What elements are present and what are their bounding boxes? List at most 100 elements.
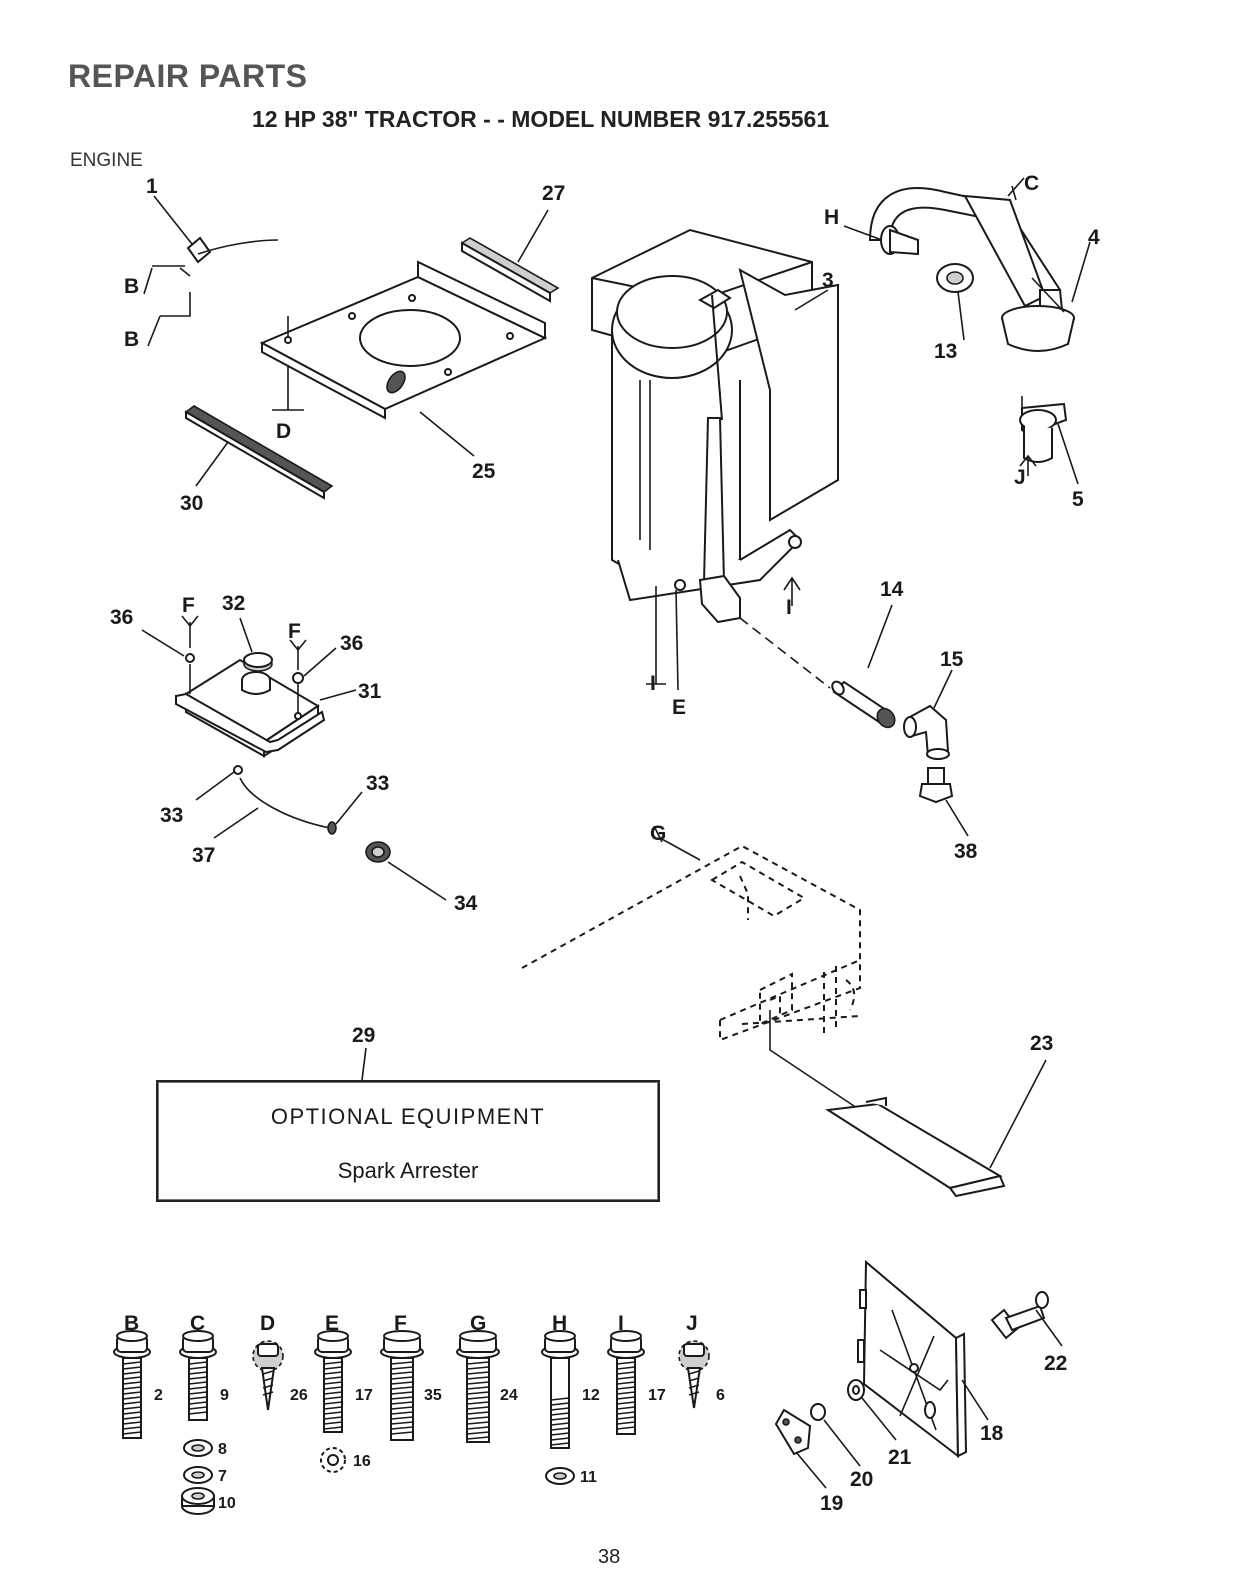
callout-ref-i: I <box>650 672 656 695</box>
hardware-g: G 24 <box>456 1312 518 1443</box>
hardware-letter: E <box>325 1312 339 1335</box>
callout-36: 36 <box>340 632 363 655</box>
hardware-letter: I <box>618 1312 624 1335</box>
callout-14: 14 <box>880 578 904 601</box>
callout-21: 21 <box>888 1446 912 1469</box>
callout-29-leader <box>361 1047 367 1081</box>
hardware-letter: G <box>470 1312 486 1335</box>
callout-31: 31 <box>358 680 382 703</box>
callout-ref-g: G <box>650 822 666 845</box>
tractor-frame-outline <box>521 825 861 1111</box>
hardware-part-number: 8 <box>218 1441 227 1458</box>
optional-equipment-box: OPTIONAL EQUIPMENT Spark Arrester <box>156 1080 660 1202</box>
part-13-gasket <box>936 263 974 341</box>
callout-25: 25 <box>472 460 496 483</box>
part-3-engine <box>591 228 839 691</box>
hardware-part-number: 7 <box>218 1468 227 1485</box>
hardware-part-number: 35 <box>424 1387 442 1404</box>
hardware-part-number: 17 <box>648 1387 666 1404</box>
part-18-plate <box>857 1259 989 1459</box>
optional-equipment-item: Spark Arrester <box>337 1158 479 1183</box>
callout-ref-c: C <box>1024 172 1039 195</box>
callout-19: 19 <box>820 1492 843 1515</box>
part-23-heat-shield <box>825 1059 1047 1198</box>
part-37-fuel-line <box>195 765 363 839</box>
callout-33: 33 <box>160 804 183 827</box>
part-34-bushing <box>365 841 447 901</box>
part-32-fuel-cap <box>239 617 273 672</box>
hardware-part-number: 6 <box>716 1387 725 1404</box>
section-label: ENGINE <box>70 150 143 171</box>
callout-36: 36 <box>110 606 133 629</box>
part-19-clip <box>774 1408 827 1489</box>
callout-29: 29 <box>352 1024 375 1047</box>
hardware-part-number: 26 <box>290 1387 308 1404</box>
callout-ref-f: F <box>182 594 195 617</box>
callout-20: 20 <box>850 1468 873 1491</box>
callout-ref-b: B <box>124 328 139 351</box>
part-4-exhaust <box>868 177 1091 352</box>
part-14-nipple <box>831 604 896 729</box>
hardware-part-number: 9 <box>220 1387 229 1404</box>
hardware-e: E 17 16 <box>314 1312 373 1473</box>
page-number: 38 <box>598 1546 621 1568</box>
callout-37: 37 <box>192 844 215 867</box>
part-15-elbow <box>903 669 953 760</box>
callout-32: 32 <box>222 592 245 615</box>
part-31-fuel-tank <box>175 658 357 758</box>
hardware-b: B2 <box>113 1312 163 1439</box>
hardware-d: D 26 <box>252 1312 308 1411</box>
hardware-part-number: 17 <box>355 1387 373 1404</box>
callout-3: 3 <box>822 269 834 292</box>
part-5-bracket <box>1019 396 1079 485</box>
optional-equipment-title: OPTIONAL EQUIPMENT <box>270 1104 546 1129</box>
callout-ref-e: E <box>672 696 686 719</box>
hardware-letter: F <box>394 1312 407 1335</box>
hardware-part-number: 16 <box>353 1453 371 1470</box>
callout-38: 38 <box>954 840 978 863</box>
part-27-strip <box>460 209 560 303</box>
hardware-letter: C <box>190 1312 205 1335</box>
hardware-c: C 9 8 7 10 <box>179 1312 236 1515</box>
part-h-bolt <box>843 225 919 256</box>
callout-33: 33 <box>366 772 389 795</box>
callout-ref-f: F <box>288 620 301 643</box>
hardware-part-number: 2 <box>154 1387 163 1404</box>
callout-18: 18 <box>980 1422 1004 1445</box>
part-20-nut <box>810 1403 861 1467</box>
callout-ref-h: H <box>824 206 839 229</box>
hardware-letter: D <box>260 1312 275 1335</box>
callout-22: 22 <box>1044 1352 1067 1375</box>
callout-1: 1 <box>146 175 158 198</box>
hardware-letter: J <box>686 1312 698 1335</box>
hardware-letter: B <box>124 1312 139 1335</box>
part-30-strip <box>184 405 334 500</box>
callout-34: 34 <box>454 892 478 915</box>
part-38-drain-plug <box>918 767 969 837</box>
callout-4: 4 <box>1088 226 1100 249</box>
callout-ref-d: D <box>276 420 291 443</box>
callout-15: 15 <box>940 648 964 671</box>
part-22-screw <box>990 1291 1063 1347</box>
hardware-part-number: 11 <box>580 1469 597 1486</box>
part-1-cable-clamp <box>143 195 279 347</box>
hardware-i: I 17 <box>607 1312 666 1435</box>
hardware-letter: H <box>552 1312 567 1335</box>
hardware-j: J6 <box>678 1312 725 1409</box>
callout-30: 30 <box>180 492 203 515</box>
callout-27: 27 <box>542 182 565 205</box>
callout-13: 13 <box>934 340 957 363</box>
page-title: REPAIR PARTS <box>68 58 308 94</box>
callout-23: 23 <box>1030 1032 1053 1055</box>
callout-ref-b: B <box>124 275 139 298</box>
hardware-part-number: 24 <box>500 1387 518 1404</box>
part-25-mounting-plate <box>259 260 548 457</box>
callout-5: 5 <box>1072 488 1084 511</box>
part-36-washers <box>141 615 337 714</box>
callout-ref-j: J <box>1014 466 1026 489</box>
part-21-washer <box>847 1379 897 1441</box>
callout-ref-i: I <box>786 596 792 619</box>
hardware-part-number: 10 <box>218 1495 236 1512</box>
